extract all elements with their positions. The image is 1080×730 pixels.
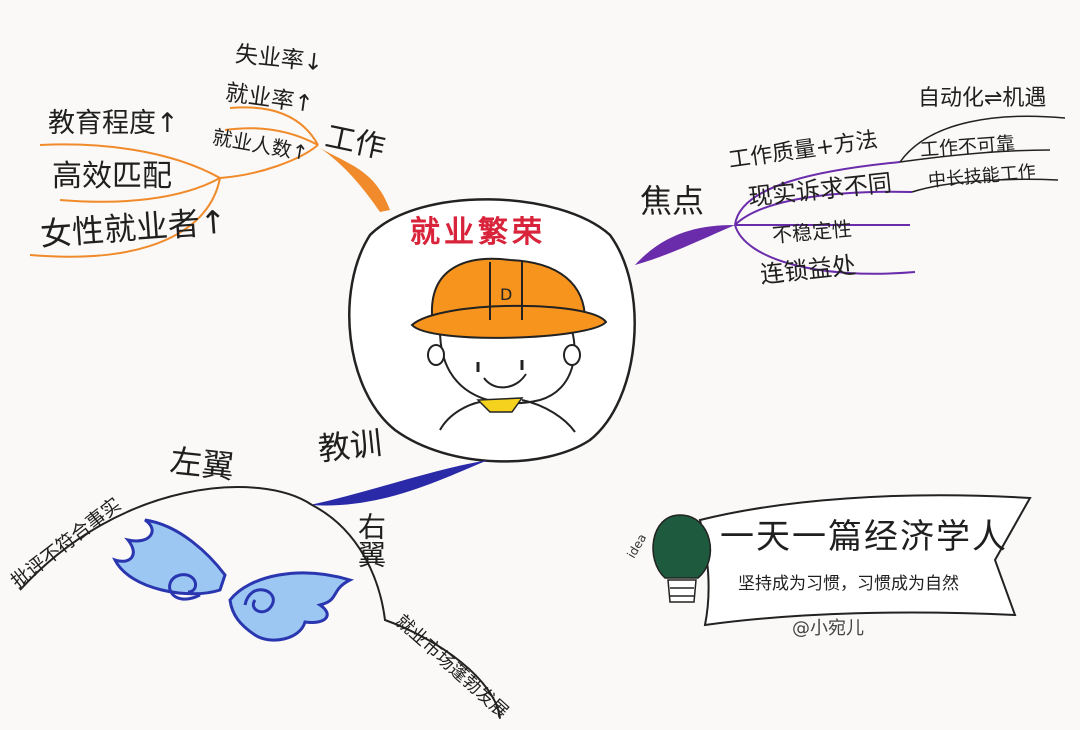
focus-sub-automation: 自动化⇌机遇 bbox=[918, 86, 1047, 111]
work-sub-matching: 高效匹配 bbox=[52, 159, 172, 194]
worker-ear-right bbox=[563, 344, 581, 366]
bulb-threads bbox=[670, 587, 694, 597]
work-branch-line-2 bbox=[224, 127, 319, 146]
bulb-base bbox=[667, 579, 697, 603]
left-wing-label: 左翼 bbox=[168, 441, 236, 487]
banner-motto: 坚持成为习惯，习惯成为自然 bbox=[738, 574, 959, 594]
right-wing-label: 右翼 bbox=[354, 512, 387, 568]
work-branch-line-1 bbox=[229, 106, 319, 146]
center-title: 就业繁荣 bbox=[410, 215, 546, 250]
wing-left-shape bbox=[112, 518, 227, 596]
banner-shape bbox=[698, 494, 1032, 627]
wing-left-swirl bbox=[168, 573, 201, 601]
bulb-glass bbox=[652, 514, 712, 579]
focus-sub-line-1 bbox=[899, 115, 1066, 163]
work-sub-line-1 bbox=[39, 143, 221, 179]
work-sub-education: 教育程度↑ bbox=[48, 108, 179, 139]
focus-branch-label: 焦点 bbox=[640, 182, 705, 220]
worker-illustration: D bbox=[410, 257, 608, 433]
wing-right-swirl bbox=[243, 588, 275, 614]
focus-sub-line-2 bbox=[899, 149, 1051, 163]
focus-line-2 bbox=[734, 190, 913, 226]
focus-line-1 bbox=[734, 161, 901, 226]
banner-author: @小宛儿 bbox=[792, 618, 864, 639]
worker-ear-left bbox=[427, 344, 445, 366]
focus-branch-stem bbox=[635, 225, 735, 265]
helmet-brim bbox=[410, 304, 608, 339]
work-branch-stem bbox=[320, 148, 390, 212]
worker-smile bbox=[483, 373, 527, 389]
focus-sub-line-3 bbox=[911, 178, 1059, 193]
work-sub-line-3 bbox=[29, 177, 221, 258]
work-branch-line-3 bbox=[219, 144, 319, 179]
focus-line-4 bbox=[734, 224, 916, 275]
helmet-ridge bbox=[489, 262, 523, 320]
lesson-branch-label: 教训 bbox=[316, 423, 384, 469]
worker-shoulders bbox=[439, 399, 576, 433]
lightbulb bbox=[652, 514, 712, 603]
focus-item-instability: 不稳定性 bbox=[771, 216, 853, 248]
work-sub-line-2 bbox=[59, 177, 221, 203]
lesson-right-line bbox=[311, 504, 501, 719]
wing-left bbox=[112, 518, 227, 601]
lesson-branch-stem bbox=[310, 460, 488, 506]
worker-collar bbox=[476, 397, 524, 413]
helmet-shell bbox=[430, 257, 587, 322]
wing-right-shape bbox=[228, 571, 355, 642]
banner-title: 一天一篇经济学人 bbox=[720, 517, 1008, 557]
lesson-left-line bbox=[19, 486, 313, 591]
wing-right bbox=[228, 571, 355, 642]
helmet-mark: D bbox=[500, 285, 512, 304]
